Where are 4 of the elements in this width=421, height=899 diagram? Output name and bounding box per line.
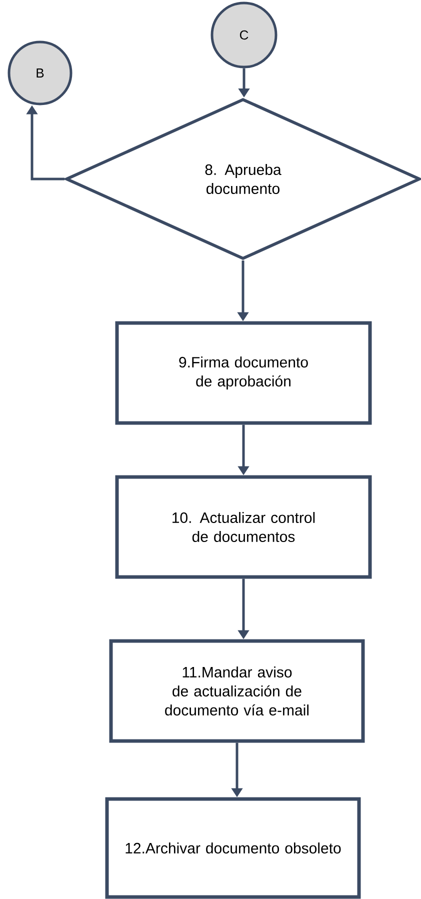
process-box: 9.Firma documento de aprobación (115, 321, 372, 425)
process-box: 12.Archivar documento obsoleto (105, 797, 361, 899)
process-box: 10. Actualizar control de documentos (115, 475, 372, 579)
process-box: 11.Mandar aviso de actualización de documento vía e-mail (109, 639, 365, 743)
